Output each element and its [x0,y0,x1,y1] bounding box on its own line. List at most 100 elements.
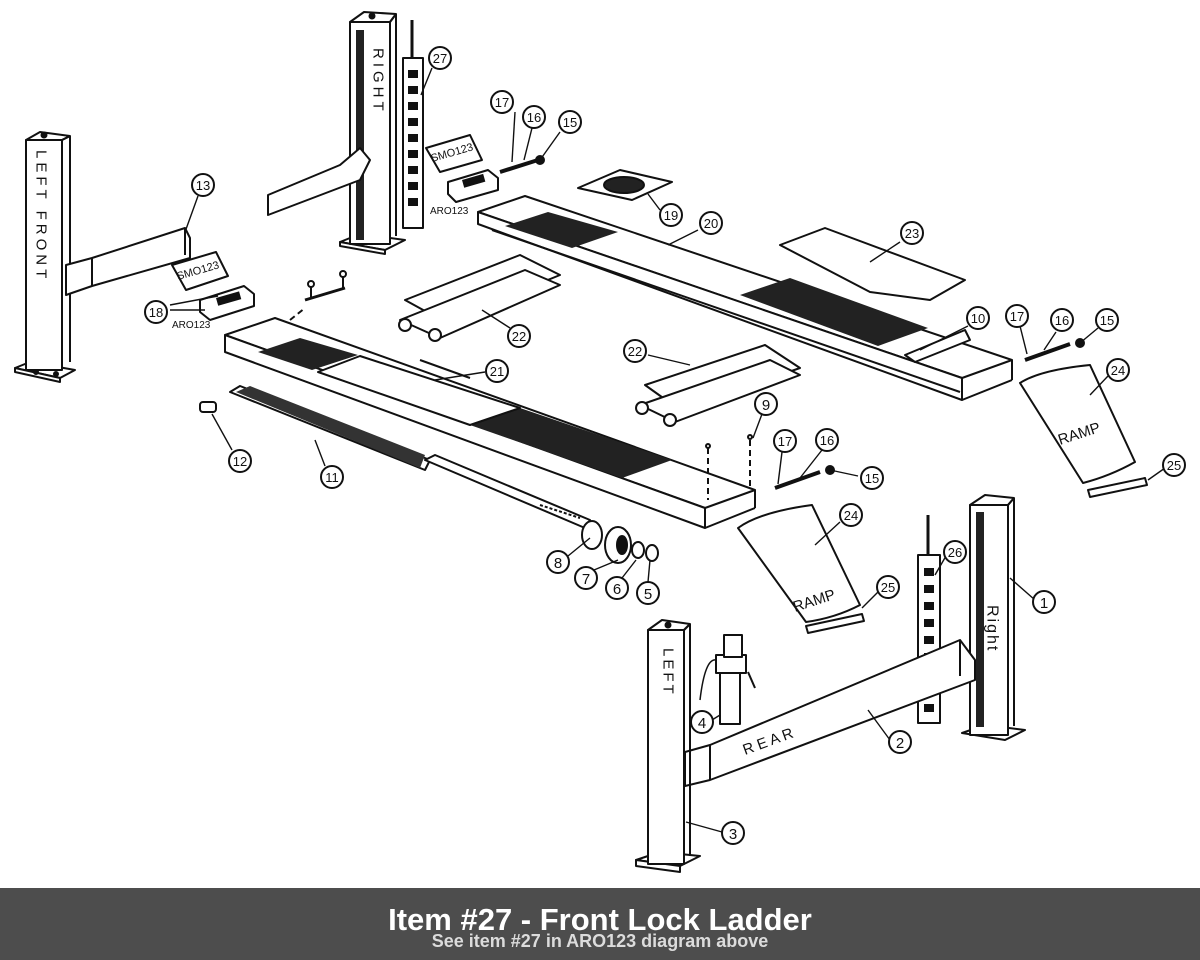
callout-15c: 15 [860,466,884,490]
callout-22b: 22 [623,339,647,363]
svg-text:25: 25 [881,580,895,595]
svg-text:18: 18 [149,305,163,320]
slip-plate [779,227,966,301]
callout-21: 21 [485,359,509,383]
callout-25a: 25 [1162,453,1186,477]
svg-text:17: 17 [495,95,509,110]
cross-tube-rear [398,254,561,342]
svg-text:23: 23 [905,226,919,241]
svg-text:17: 17 [778,434,792,449]
safety-tags-top: SMO123 ARO123 [425,134,499,217]
front-lock-ladder [402,20,424,229]
svg-text:16: 16 [1055,313,1069,328]
svg-text:10: 10 [971,311,985,326]
aro-tag-text-left: ARO123 [172,320,211,331]
cross-tube-front [635,344,801,427]
svg-text:26: 26 [948,545,962,560]
callout-5: 5 [636,581,660,605]
svg-text:15: 15 [563,115,577,130]
svg-text:4: 4 [698,715,706,732]
left-front-post: LEFT FRONT [14,131,76,383]
callout-19: 19 [659,203,683,227]
svg-text:22: 22 [512,329,526,344]
safety-tags-left: SMO123 ARO123 [171,251,255,331]
callout-13: 13 [191,173,215,197]
pins [289,270,347,321]
caption-title: Item #27 - Front Lock Ladder [388,902,812,937]
svg-text:16: 16 [527,110,541,125]
lift-exploded-diagram: LEFT FRONT RIGHT SMO123 [14,11,1186,873]
svg-text:15: 15 [1100,313,1114,328]
right-front-post: RIGHT [267,11,406,255]
callout-7: 7 [574,566,598,590]
svg-text:1: 1 [1040,595,1048,612]
svg-text:8: 8 [554,555,562,572]
svg-text:24: 24 [844,508,858,523]
svg-text:19: 19 [664,208,678,223]
left-rear-post: LEFT [635,619,701,873]
left-front-text: LEFT FRONT [33,150,50,282]
callout-22a: 22 [507,324,531,348]
callout-12: 12 [228,449,252,473]
callout-24b: 24 [839,503,863,527]
callout-16b: 16 [1050,308,1074,332]
ramp-front: RAMP [737,504,861,623]
callout-6: 6 [605,576,629,600]
callout-16a: 16 [522,105,546,129]
svg-text:12: 12 [233,454,247,469]
callout-9: 9 [754,392,778,416]
svg-text:22: 22 [628,344,642,359]
callout-15a: 15 [558,110,582,134]
callout-10: 10 [966,306,990,330]
callout-20: 20 [699,211,723,235]
callout-15b: 15 [1095,308,1119,332]
callout-1: 1 [1032,590,1056,614]
right-rear-text: Right [984,605,1001,652]
svg-text:6: 6 [613,581,621,598]
caption-bar: Item #27 - Front Lock Ladder See item #2… [0,888,1200,960]
aro-tag-text: ARO123 [430,206,469,217]
runway-rear [477,195,1013,401]
caption-subtitle: See item #27 in ARO123 diagram above [431,931,769,951]
right-rear-post: Right [961,494,1026,741]
callout-17c: 17 [773,429,797,453]
svg-text:5: 5 [644,586,652,603]
pulley-set [581,520,659,564]
svg-text:11: 11 [325,470,339,485]
svg-text:16: 16 [820,433,834,448]
ramp-brackets [805,477,1148,634]
svg-text:20: 20 [704,216,718,231]
svg-text:15: 15 [865,471,879,486]
callout-17a: 17 [490,90,514,114]
svg-text:21: 21 [490,364,504,379]
svg-text:13: 13 [196,178,210,193]
callout-2: 2 [888,730,912,754]
callout-4: 4 [690,710,714,734]
svg-text:9: 9 [762,397,770,414]
left-post-text: LEFT [660,648,677,697]
callout-17b: 17 [1005,304,1029,328]
pin-9 [705,434,753,500]
svg-text:24: 24 [1111,363,1125,378]
svg-text:7: 7 [582,571,590,588]
svg-text:17: 17 [1010,309,1024,324]
callout-25b: 25 [876,575,900,599]
hydraulic-cylinder [199,385,591,529]
svg-text:3: 3 [729,826,737,843]
callout-24a: 24 [1106,358,1130,382]
callout-11: 11 [320,465,344,489]
power-unit [699,634,756,725]
svg-text:25: 25 [1167,458,1181,473]
callout-26: 26 [943,540,967,564]
callout-18: 18 [144,300,168,324]
callout-23: 23 [900,221,924,245]
ramp-wedge [904,329,971,363]
callout-3: 3 [721,821,745,845]
runway-front [224,317,756,529]
right-post-text: RIGHT [370,48,387,115]
ramp-rear: RAMP [1019,364,1136,484]
svg-text:27: 27 [433,51,447,66]
callout-27: 27 [428,46,452,70]
turntable [577,169,673,201]
front-crossbeam-arm [65,227,191,296]
